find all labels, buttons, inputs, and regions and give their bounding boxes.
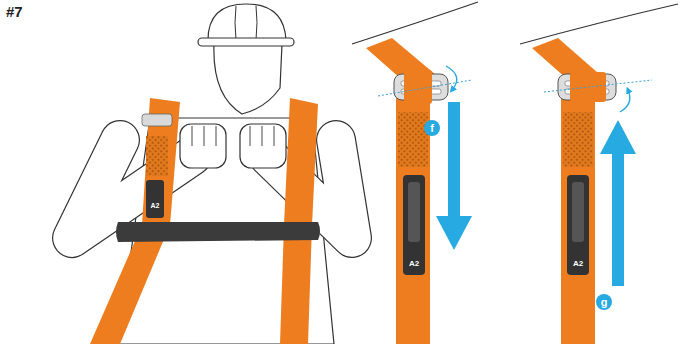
strap-patch bbox=[398, 112, 428, 167]
callout-letter: f bbox=[430, 123, 434, 134]
left-strap-tab bbox=[146, 180, 164, 218]
callout-circle bbox=[596, 294, 612, 310]
hat-ridge bbox=[235, 6, 257, 40]
loosen-panel bbox=[520, 4, 678, 344]
hard-hat bbox=[208, 4, 286, 40]
pull-arrow-head bbox=[436, 216, 472, 250]
shoulder-line bbox=[352, 2, 478, 44]
worker-figure bbox=[72, 4, 352, 344]
hat-brim bbox=[198, 38, 294, 46]
left-buckle bbox=[142, 114, 172, 126]
strap-tab bbox=[403, 175, 425, 275]
strap-tab-inner bbox=[408, 182, 420, 242]
axis-line bbox=[544, 80, 652, 92]
strap-patch bbox=[563, 112, 593, 167]
step-number: #7 bbox=[6, 4, 23, 19]
tighten-panel bbox=[352, 2, 478, 344]
face bbox=[214, 44, 282, 114]
strap-tab-inner bbox=[572, 182, 584, 242]
push-arrow-shaft bbox=[612, 152, 624, 286]
chest-strap bbox=[116, 222, 320, 242]
pull-arrow-shaft bbox=[448, 102, 460, 218]
left-fingers bbox=[192, 126, 216, 146]
strap-loop bbox=[404, 70, 432, 104]
callout-circle bbox=[424, 120, 440, 136]
strap-tab bbox=[567, 175, 589, 275]
strap-code: A2 bbox=[409, 260, 419, 268]
shoulder-line bbox=[520, 4, 678, 44]
axis-line bbox=[378, 80, 472, 96]
strap-code: A2 bbox=[151, 202, 160, 209]
left-fist bbox=[180, 124, 226, 168]
callout-letter: g bbox=[601, 297, 608, 308]
strap-code: A2 bbox=[573, 260, 583, 268]
right-fingers bbox=[250, 126, 274, 146]
right-fist bbox=[240, 124, 286, 168]
left-strap-patch bbox=[146, 136, 168, 176]
left-shoulder-strap bbox=[90, 98, 180, 344]
push-arrow-head bbox=[600, 120, 636, 154]
rotation-arrow bbox=[620, 90, 630, 112]
lower-strap bbox=[561, 92, 595, 344]
rotation-arrow bbox=[446, 66, 457, 90]
